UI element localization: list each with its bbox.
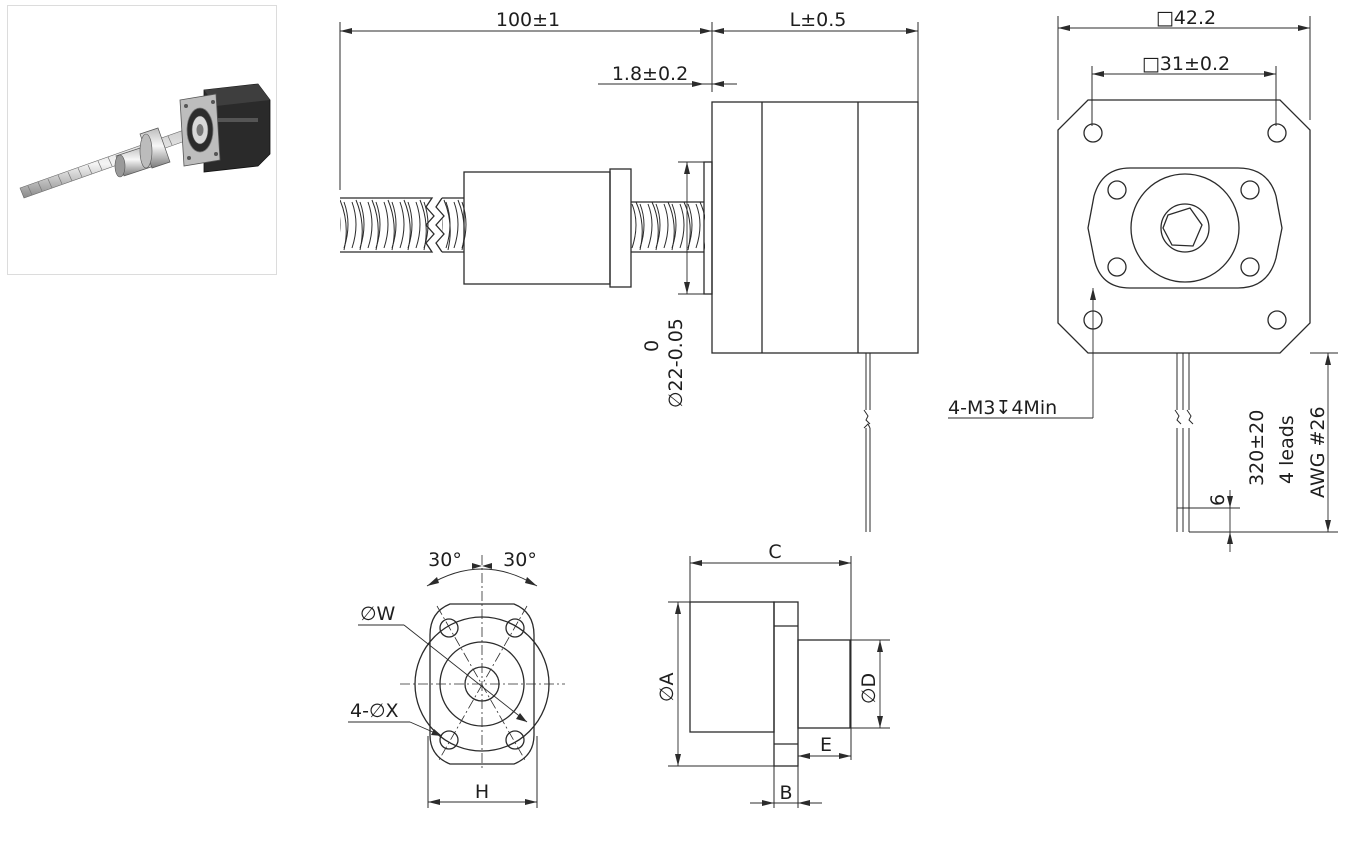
- frame-size-dimension: □42.2: [1057, 7, 1311, 120]
- motor-leads-front: [1174, 353, 1240, 533]
- nut-flange-outline: [429, 603, 535, 765]
- nut-body-circle: [439, 641, 525, 727]
- lead-screw-left: [340, 199, 429, 251]
- nut-flange-hole: [505, 618, 525, 638]
- hole-callout: 4-∅X: [348, 700, 443, 737]
- body-diameter-label: ∅D: [858, 673, 880, 704]
- product-photo: [7, 5, 277, 275]
- mount-hole-label: 4-M3↧4Min: [948, 397, 1057, 419]
- angle-dimension: 30° 30°: [426, 549, 538, 587]
- mount-hole: [1267, 123, 1287, 143]
- lead-strip-label: 6: [1207, 494, 1229, 506]
- screw-length-dimension: 100±1: [339, 9, 713, 190]
- nut-body: [463, 171, 611, 285]
- nut-body-front: [1130, 173, 1240, 283]
- lead-screw-right: [631, 201, 705, 251]
- flange-thickness-dimension: B: [750, 766, 822, 808]
- nut-bore-circle: [464, 666, 500, 702]
- body-length-label: L±0.5: [790, 9, 847, 31]
- nut-outer-circle: [414, 616, 550, 752]
- flange-diameter-label: ∅A: [656, 672, 678, 702]
- nut-length-dimension: C: [689, 541, 852, 760]
- bolt-circle-callout: ∅W: [358, 603, 528, 723]
- frame-size-label: □42.2: [1156, 7, 1216, 29]
- nut-width-label: H: [475, 781, 489, 803]
- motor-boss: [703, 161, 713, 295]
- lead-strip-dimension: 6: [1207, 490, 1233, 552]
- nut-length-label: C: [768, 541, 781, 563]
- nut-hole: [1240, 257, 1260, 277]
- side-view: 100±1 L±0.5 1.8±0.2: [339, 9, 919, 532]
- screw-hex: [1162, 207, 1203, 247]
- lead-length-dimension: 320±20 4 leads AWG #26: [1240, 352, 1338, 533]
- lead-length-label: 320±20: [1246, 410, 1268, 486]
- nut-side-body: [689, 601, 775, 733]
- shoulder-label: E: [820, 734, 832, 756]
- nut-front-view: 30° 30° ∅W 4-∅X H: [348, 549, 565, 808]
- nut-flange: [609, 168, 632, 288]
- nut-hole: [1240, 180, 1260, 200]
- lead-screw-middle: [442, 199, 467, 250]
- boss-height-dimension: 1.8±0.2: [598, 63, 737, 87]
- nut-flange-hole: [505, 730, 525, 750]
- nut-side-view: C ∅A ∅D E: [656, 541, 890, 808]
- boss-height-label: 1.8±0.2: [612, 63, 688, 85]
- nut-side-shoulder: [797, 639, 851, 729]
- motor-leads-side: [863, 353, 871, 532]
- mount-hole: [1083, 123, 1103, 143]
- hole-pitch-dimension: □31±0.2: [1091, 53, 1277, 126]
- angle-left-label: 30°: [428, 549, 462, 571]
- nut-flange-hole: [439, 618, 459, 638]
- motor-frame: [1057, 99, 1311, 354]
- nut-hole: [1107, 257, 1127, 277]
- nut-width-dimension: H: [427, 736, 538, 808]
- motor-body: [711, 101, 919, 354]
- body-diameter-dimension: ∅D: [850, 639, 890, 729]
- bolt-circle-label: ∅W: [360, 603, 396, 625]
- nut-bore: [1160, 203, 1210, 253]
- mount-hole: [1267, 310, 1287, 330]
- hole-callout-label: 4-∅X: [350, 700, 399, 722]
- lead-gauge-label: AWG #26: [1307, 406, 1329, 498]
- nut-flange-hole: [439, 730, 459, 750]
- nut-flange-front: [1087, 167, 1283, 289]
- lead-count-label: 4 leads: [1276, 415, 1298, 484]
- shoulder-dimension: E: [798, 734, 851, 759]
- flange-thickness-label: B: [779, 782, 792, 804]
- nut-hole: [1107, 180, 1127, 200]
- flange-diameter-dimension: ∅A: [656, 601, 774, 767]
- boss-diameter-dimension: ∅22-0.05 0: [641, 161, 704, 408]
- angle-right-label: 30°: [503, 549, 537, 571]
- body-length-dimension: L±0.5: [712, 9, 919, 102]
- hole-pitch-label: □31±0.2: [1142, 53, 1230, 75]
- mount-hole-callout: 4-M3↧4Min: [948, 288, 1096, 419]
- boss-diameter-tolerance: 0: [641, 340, 663, 352]
- boss-diameter-label: ∅22-0.05: [665, 318, 687, 408]
- stepper-motor-photo: [19, 83, 271, 199]
- screw-length-label: 100±1: [496, 9, 560, 31]
- front-view: □42.2 □31±0.2 4-M3↧4Min: [948, 7, 1338, 552]
